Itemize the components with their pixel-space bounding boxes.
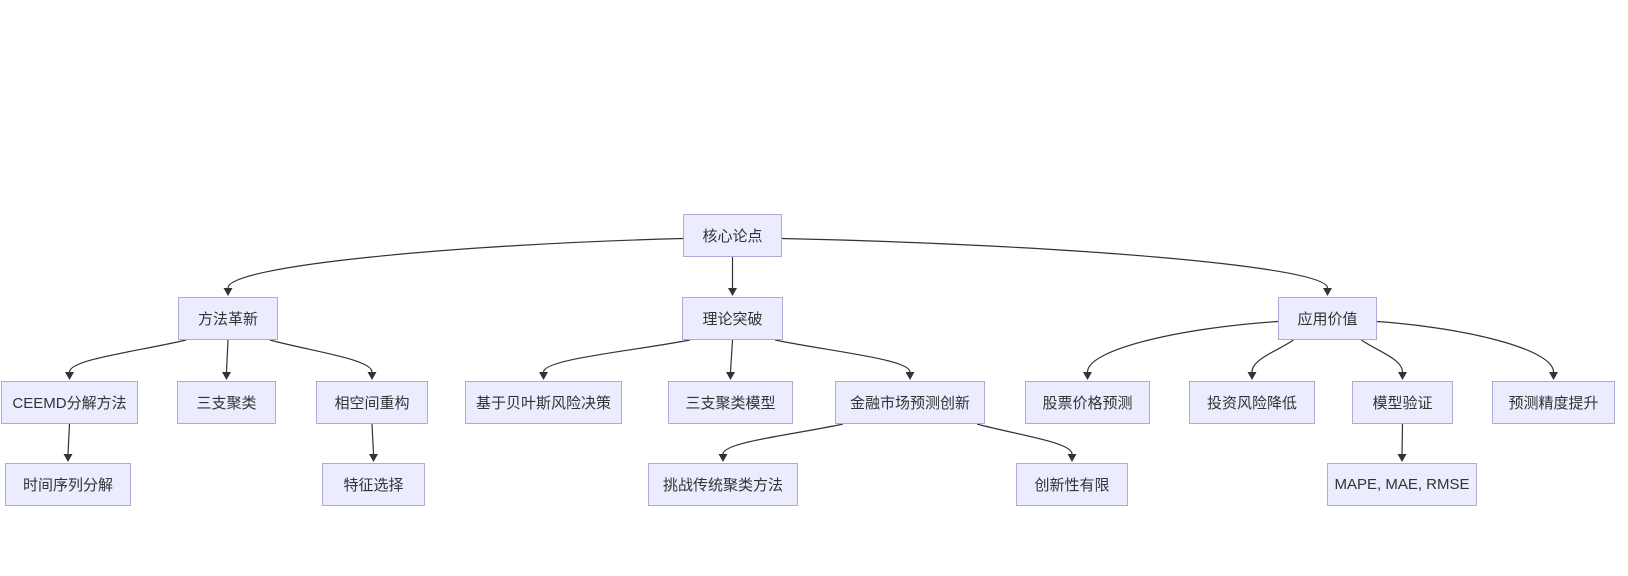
arrowhead-ceemd-ts_decomp	[63, 454, 73, 462]
arrowhead-phase_space-feature	[369, 454, 378, 462]
arrowhead-application-risk	[1247, 372, 1257, 380]
edge-method-three_way	[225, 339, 229, 373]
node-feature-selection: 特征选择	[322, 463, 425, 506]
node-label: 预测精度提升	[1508, 395, 1599, 412]
edge-method-ceemd	[68, 339, 187, 373]
node-three-way-clustering: 三支聚类	[177, 381, 276, 424]
node-model-validation: 模型验证	[1352, 381, 1453, 424]
edge-validation-metrics	[1401, 423, 1404, 455]
node-label: 特征选择	[343, 477, 404, 494]
node-financial-market-prediction-innovation: 金融市场预测创新	[835, 381, 985, 424]
arrowhead-application-stock	[1083, 372, 1092, 380]
node-ceemd-decomposition-method: CEEMD分解方法	[1, 381, 138, 424]
edge-fin_innovation-limited	[976, 423, 1073, 455]
arrowhead-validation-metrics	[1397, 454, 1407, 462]
arrowhead-application-validation	[1398, 372, 1407, 380]
node-label: 相空间重构	[334, 395, 410, 412]
arrowhead-theory-fin_innovation	[905, 372, 915, 380]
node-method-innovation: 方法革新	[178, 297, 278, 340]
node-label: CEEMD分解方法	[12, 395, 127, 412]
edge-phase_space-feature	[371, 423, 375, 455]
edge-root-method	[227, 237, 684, 289]
arrowhead-root-method	[223, 288, 233, 296]
arrowhead-root-application	[1323, 288, 1332, 296]
node-label: 股票价格预测	[1042, 395, 1133, 412]
node-limited-innovation: 创新性有限	[1016, 463, 1128, 506]
edge-application-stock	[1086, 320, 1279, 373]
node-label: 模型验证	[1372, 395, 1433, 412]
edge-ceemd-ts_decomp	[67, 423, 71, 455]
arrowhead-fin_innovation-limited	[1067, 454, 1077, 462]
node-three-way-clustering-model: 三支聚类模型	[668, 381, 793, 424]
edge-theory-twc_model	[729, 339, 734, 373]
node-label: 理论突破	[702, 311, 763, 328]
arrowhead-method-ceemd	[65, 372, 74, 380]
node-label: 核心论点	[702, 228, 763, 245]
node-label: 创新性有限	[1034, 477, 1110, 494]
node-label: 三支聚类模型	[685, 395, 776, 412]
arrowhead-fin_innovation-challenge	[718, 454, 728, 462]
edge-method-phase_space	[269, 339, 373, 373]
edge-application-accuracy	[1376, 320, 1555, 373]
node-challenge-traditional-clustering: 挑战传统聚类方法	[648, 463, 798, 506]
edge-application-validation	[1360, 339, 1404, 373]
node-stock-price-prediction: 股票价格预测	[1025, 381, 1150, 424]
edge-theory-bayes	[542, 339, 691, 373]
arrowhead-method-three_way	[222, 372, 231, 380]
edge-fin_innovation-challenge	[722, 423, 844, 455]
node-label: MAPE, MAE, RMSE	[1334, 476, 1470, 493]
node-bayesian-risk-decision: 基于贝叶斯风险决策	[465, 381, 622, 424]
node-label: 挑战传统聚类方法	[662, 477, 783, 494]
edge-root-application	[781, 237, 1329, 289]
node-label: 方法革新	[197, 311, 258, 328]
arrowhead-theory-bayes	[539, 372, 548, 380]
edge-application-risk	[1251, 339, 1294, 373]
node-label: 基于贝叶斯风险决策	[475, 395, 611, 412]
node-label: 应用价值	[1297, 311, 1358, 328]
arrowhead-root-theory	[728, 288, 737, 296]
edge-theory-fin_innovation	[774, 339, 911, 373]
node-label: 投资风险降低	[1206, 395, 1297, 412]
node-core-thesis: 核心论点	[683, 214, 782, 257]
node-phase-space-reconstruction: 相空间重构	[316, 381, 428, 424]
arrowhead-theory-twc_model	[726, 372, 735, 380]
node-theory-breakthrough: 理论突破	[682, 297, 783, 340]
node-time-series-decomposition: 时间序列分解	[5, 463, 131, 506]
node-label: 金融市场预测创新	[849, 395, 970, 412]
node-label: 时间序列分解	[22, 477, 113, 494]
node-application-value: 应用价值	[1278, 297, 1377, 340]
node-evaluation-metrics: MAPE, MAE, RMSE	[1327, 463, 1477, 506]
node-label: 三支聚类	[196, 395, 257, 412]
arrowhead-method-phase_space	[367, 372, 377, 380]
node-investment-risk-reduction: 投资风险降低	[1189, 381, 1315, 424]
node-prediction-accuracy-improvement: 预测精度提升	[1492, 381, 1615, 424]
arrowhead-application-accuracy	[1549, 372, 1558, 380]
